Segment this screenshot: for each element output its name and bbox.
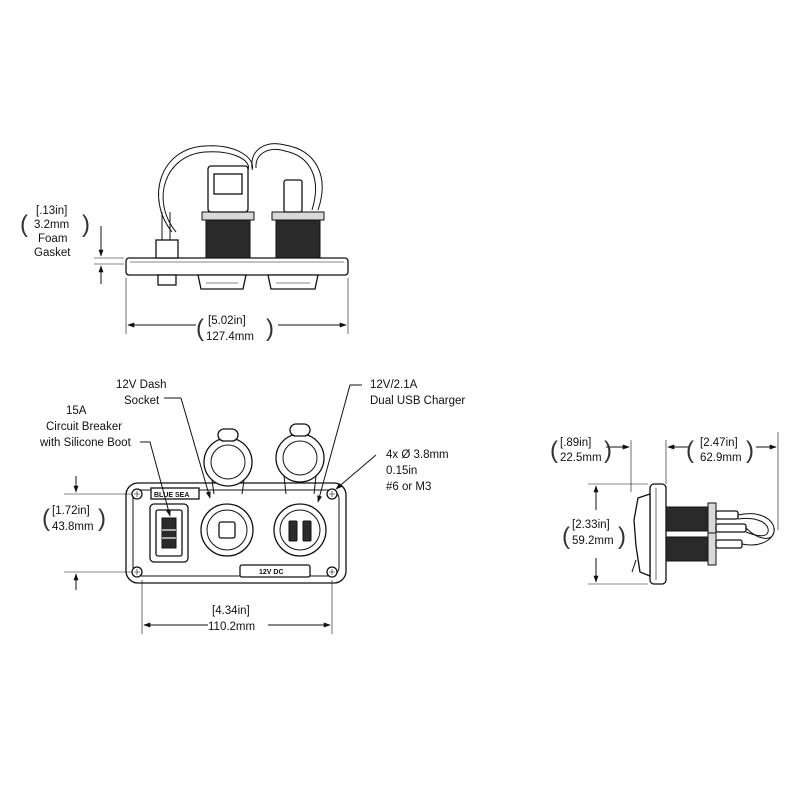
top-socket-base-left xyxy=(197,274,247,290)
callout-breaker-2: Circuit Breaker xyxy=(46,421,122,433)
callout-holes-2: 0.15in xyxy=(386,465,417,477)
top-cap-right xyxy=(283,179,303,213)
dash-socket-cap-tab xyxy=(217,428,239,442)
side-depth-front-mm: 22.5mm xyxy=(560,452,602,464)
mounting-hole-top-right xyxy=(326,488,338,500)
top-width-dim-in: [5.02in] xyxy=(208,315,246,327)
svg-text:): ) xyxy=(618,523,626,550)
svg-text:): ) xyxy=(82,211,90,238)
callout-dash-socket-1: 12V Dash xyxy=(116,379,167,391)
top-wire-loop-left xyxy=(162,151,249,233)
callout-breaker-1: 15A xyxy=(66,405,87,417)
top-bottom-tab-left xyxy=(157,274,177,286)
front-plate-inner xyxy=(132,489,340,577)
side-height-dim-in: [2.33in] xyxy=(572,519,610,531)
front-width-dim-mm: 110.2mm xyxy=(208,621,255,633)
svg-text:(: ( xyxy=(42,505,50,532)
side-depth-front-in: [.89in] xyxy=(560,437,591,449)
callout-holes-1: 4x Ø 3.8mm xyxy=(386,449,449,461)
side-depth-back-in: [2.47in] xyxy=(700,437,738,449)
side-view: ( ) [.89in] 22.5mm ( ) [2.47in] 62.9mm (… xyxy=(550,432,779,585)
top-breaker-body xyxy=(155,239,179,259)
callout-usb-2: Dual USB Charger xyxy=(370,395,465,407)
svg-text:): ) xyxy=(604,437,612,464)
front-height-dim-mm: 43.8mm xyxy=(52,521,94,533)
usb-cap-tab xyxy=(289,423,311,437)
top-gasket-dim-mm: 3.2mm xyxy=(34,219,69,231)
svg-text:): ) xyxy=(746,437,754,464)
usb-charger xyxy=(273,503,327,557)
breaker-toggle xyxy=(161,517,177,549)
side-flange xyxy=(649,483,667,585)
top-barrel-right xyxy=(275,217,321,259)
top-width-dim-mm: 127.4mm xyxy=(206,331,254,343)
side-height-dim-mm: 59.2mm xyxy=(572,535,614,547)
top-gasket-flange xyxy=(125,257,349,276)
side-terminal-middle xyxy=(715,523,747,533)
voltage-plate-text: 12V DC xyxy=(259,569,284,576)
side-barrel-upper xyxy=(665,506,711,532)
side-depth-back-mm: 62.9mm xyxy=(700,452,742,464)
svg-text:(: ( xyxy=(686,437,694,464)
callout-usb-1: 12V/2.1A xyxy=(370,379,418,391)
svg-text:(: ( xyxy=(196,315,204,342)
top-gasket-desc-2: Gasket xyxy=(34,247,71,259)
top-view: ( ) [.13in] 3.2mm Foam Gasket ( ) [5.02i… xyxy=(20,143,349,343)
mounting-hole-bottom-right xyxy=(326,566,338,578)
voltage-plate xyxy=(239,564,311,578)
front-view: BLUE SEA 12V DC 12V Dash Socket xyxy=(39,379,465,634)
side-barrel-lower xyxy=(665,536,711,562)
svg-text:(: ( xyxy=(562,523,570,550)
side-terminal-upper xyxy=(715,510,739,520)
dash-socket-center xyxy=(218,521,236,539)
front-width-dim-in: [4.34in] xyxy=(212,605,250,617)
callout-holes-3: #6 or M3 xyxy=(386,481,431,493)
top-wire-loop-right xyxy=(251,143,323,211)
brand-label xyxy=(150,487,200,500)
callout-dash-socket-2: Socket xyxy=(124,395,160,407)
top-gasket-desc-1: Foam xyxy=(38,233,67,245)
side-cap xyxy=(633,493,651,577)
mounting-hole-top-left xyxy=(131,488,143,500)
top-barrel-left xyxy=(205,217,251,259)
svg-text:(: ( xyxy=(550,437,558,464)
brand-text: BLUE SEA xyxy=(154,492,189,499)
svg-text:(: ( xyxy=(20,211,28,238)
usb-port-left xyxy=(288,520,298,542)
svg-text:): ) xyxy=(266,315,274,342)
usb-port-right xyxy=(302,520,312,542)
side-terminal-lower xyxy=(715,539,743,549)
callout-breaker-3: with Silicone Boot xyxy=(39,437,132,449)
top-gasket-dim-in: [.13in] xyxy=(36,205,67,217)
front-height-dim-in: [1.72in] xyxy=(52,505,90,517)
top-socket-base-right xyxy=(267,274,319,290)
svg-text:): ) xyxy=(98,505,106,532)
mounting-hole-bottom-left xyxy=(131,566,143,578)
